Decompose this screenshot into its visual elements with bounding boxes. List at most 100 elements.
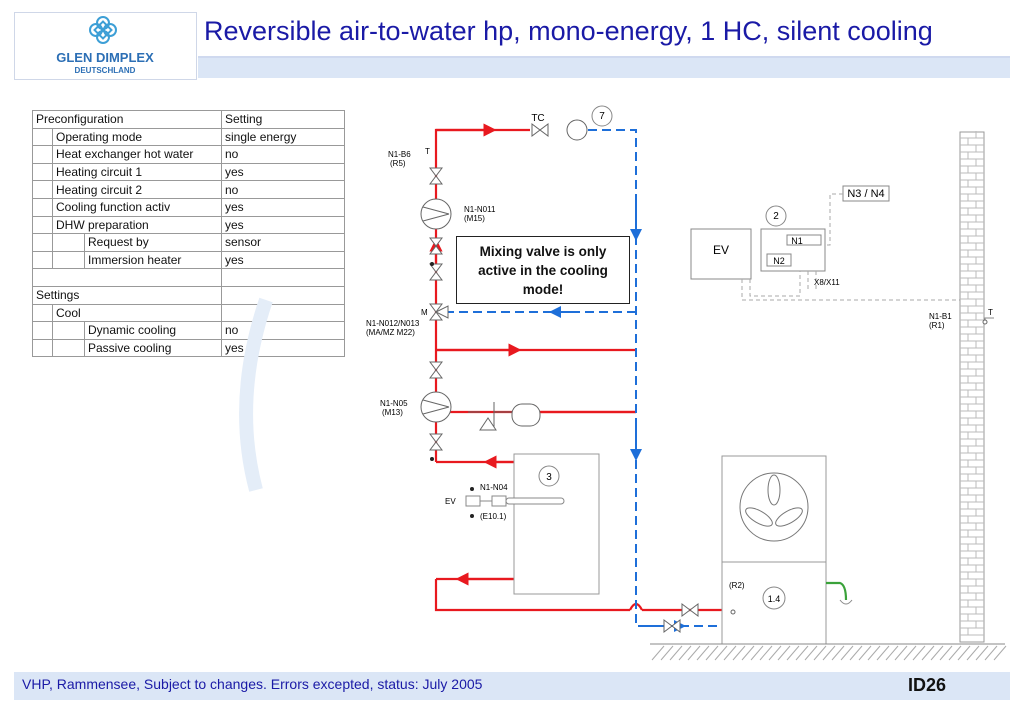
header-setting: Setting xyxy=(221,110,345,129)
tank-marker-3 xyxy=(538,465,560,487)
immersion-heater xyxy=(465,495,565,507)
hatch-line xyxy=(876,645,890,661)
company-logo: GLEN DIMPLEX DEUTSCHLAND xyxy=(14,12,197,80)
hatch-line xyxy=(687,645,701,661)
logo-text-sub: DEUTSCHLAND xyxy=(75,66,136,75)
label-2: 2 xyxy=(773,211,779,222)
hatch-line xyxy=(813,645,827,661)
drain-trap xyxy=(839,599,853,605)
footer-bar: VHP, Rammensee, Subject to changes. Erro… xyxy=(14,672,1010,700)
expansion-vessel xyxy=(468,402,541,431)
hatch-line xyxy=(867,645,881,661)
label-r2: (R2) xyxy=(729,581,745,590)
config-cell: Cooling function activ xyxy=(52,197,222,217)
label-n3n4: N3 / N4 xyxy=(847,188,884,200)
hatch-line xyxy=(858,645,872,661)
label-ev-small: EV xyxy=(445,497,456,506)
label-r5-a: N1-B6 xyxy=(388,150,411,159)
config-cell: Heating circuit 1 xyxy=(52,162,222,182)
label-x8x11: X8/X11 xyxy=(814,278,840,287)
hatch-line xyxy=(750,645,764,661)
mixing-valve xyxy=(429,303,449,321)
label-ev: EV xyxy=(713,243,729,257)
supply-pipe xyxy=(429,123,722,612)
outdoor-sensor xyxy=(982,319,988,325)
label-7: 7 xyxy=(599,111,605,122)
hatch-line xyxy=(795,645,809,661)
label-m: M xyxy=(421,308,428,317)
label-m13-a: N1-N05 xyxy=(380,399,408,408)
hatch-line xyxy=(714,645,728,661)
label-n04: N1-N04 xyxy=(480,483,508,492)
hatch-line xyxy=(840,645,854,661)
hatch-line xyxy=(903,645,917,661)
label-r5-b: (R5) xyxy=(390,159,406,168)
callout-line-1: Mixing valve is only xyxy=(479,243,607,259)
callout-mixing-valve-note: Mixing valve is only active in the cooli… xyxy=(456,236,630,304)
hatch-line xyxy=(723,645,737,661)
brick-pattern xyxy=(960,131,984,636)
hatch-line xyxy=(786,645,800,661)
page-title: Reversible air-to-water hp, mono-energy,… xyxy=(204,16,933,46)
logo-text-main: GLEN DIMPLEX xyxy=(56,50,154,65)
outdoor-sensor-wire xyxy=(984,317,994,320)
fan-icon xyxy=(739,472,809,542)
heat-pump-unit xyxy=(721,455,827,645)
config-cell: Passive cooling xyxy=(84,338,222,358)
title-strip xyxy=(198,58,1010,78)
marker-2 xyxy=(765,205,787,227)
signal-wiring xyxy=(741,193,960,301)
n2-module xyxy=(766,253,792,267)
footer-text: VHP, Rammensee, Subject to changes. Erro… xyxy=(22,676,483,692)
label-r1-a: N1-B1 xyxy=(929,312,952,321)
drain-pipe xyxy=(826,581,848,601)
title-bar: Reversible air-to-water hp, mono-energy,… xyxy=(198,10,1010,58)
ground-hatch xyxy=(651,645,1007,661)
hatch-line xyxy=(948,645,962,661)
callout-line-3: mode! xyxy=(522,281,564,297)
n1-module xyxy=(786,234,822,246)
hatch-line xyxy=(975,645,989,661)
sensor-dots xyxy=(430,262,474,518)
config-cell: Heat exchanger hot water xyxy=(52,145,222,164)
hatch-line xyxy=(759,645,773,661)
label-m13-b: (M13) xyxy=(382,408,403,417)
hatch-line xyxy=(984,645,998,661)
label-m22-b: (MA/MZ M22) xyxy=(366,328,415,337)
sensor-r2 xyxy=(730,609,736,615)
hatch-line xyxy=(705,645,719,661)
label-n1: N1 xyxy=(791,236,803,246)
callout-line-2: active in the cooling xyxy=(478,262,608,278)
hatch-line xyxy=(885,645,899,661)
return-pipe xyxy=(448,129,722,627)
label-m15-a: N1-N011 xyxy=(464,205,496,214)
label-m22-a: N1-N012/N013 xyxy=(366,319,420,328)
hatch-line xyxy=(921,645,935,661)
hatch-line xyxy=(912,645,926,661)
marker-7 xyxy=(591,105,613,127)
label-3: 3 xyxy=(546,472,552,483)
pumps xyxy=(420,119,588,423)
hatch-line xyxy=(939,645,953,661)
header-preconfiguration: Preconfiguration xyxy=(32,110,222,129)
brick-wall xyxy=(959,131,985,643)
label-1-4: 1.4 xyxy=(768,594,781,604)
label-m15-b: (M15) xyxy=(464,214,485,223)
label-n2: N2 xyxy=(773,256,785,266)
marker-1-4 xyxy=(762,586,786,610)
hatch-line xyxy=(894,645,908,661)
ev-box xyxy=(690,228,752,280)
config-header-row: Preconfiguration Setting xyxy=(32,110,345,129)
hatch-line xyxy=(804,645,818,661)
hatch-line xyxy=(678,645,692,661)
slide-id: ID26 xyxy=(907,675,946,695)
hatch-line xyxy=(696,645,710,661)
